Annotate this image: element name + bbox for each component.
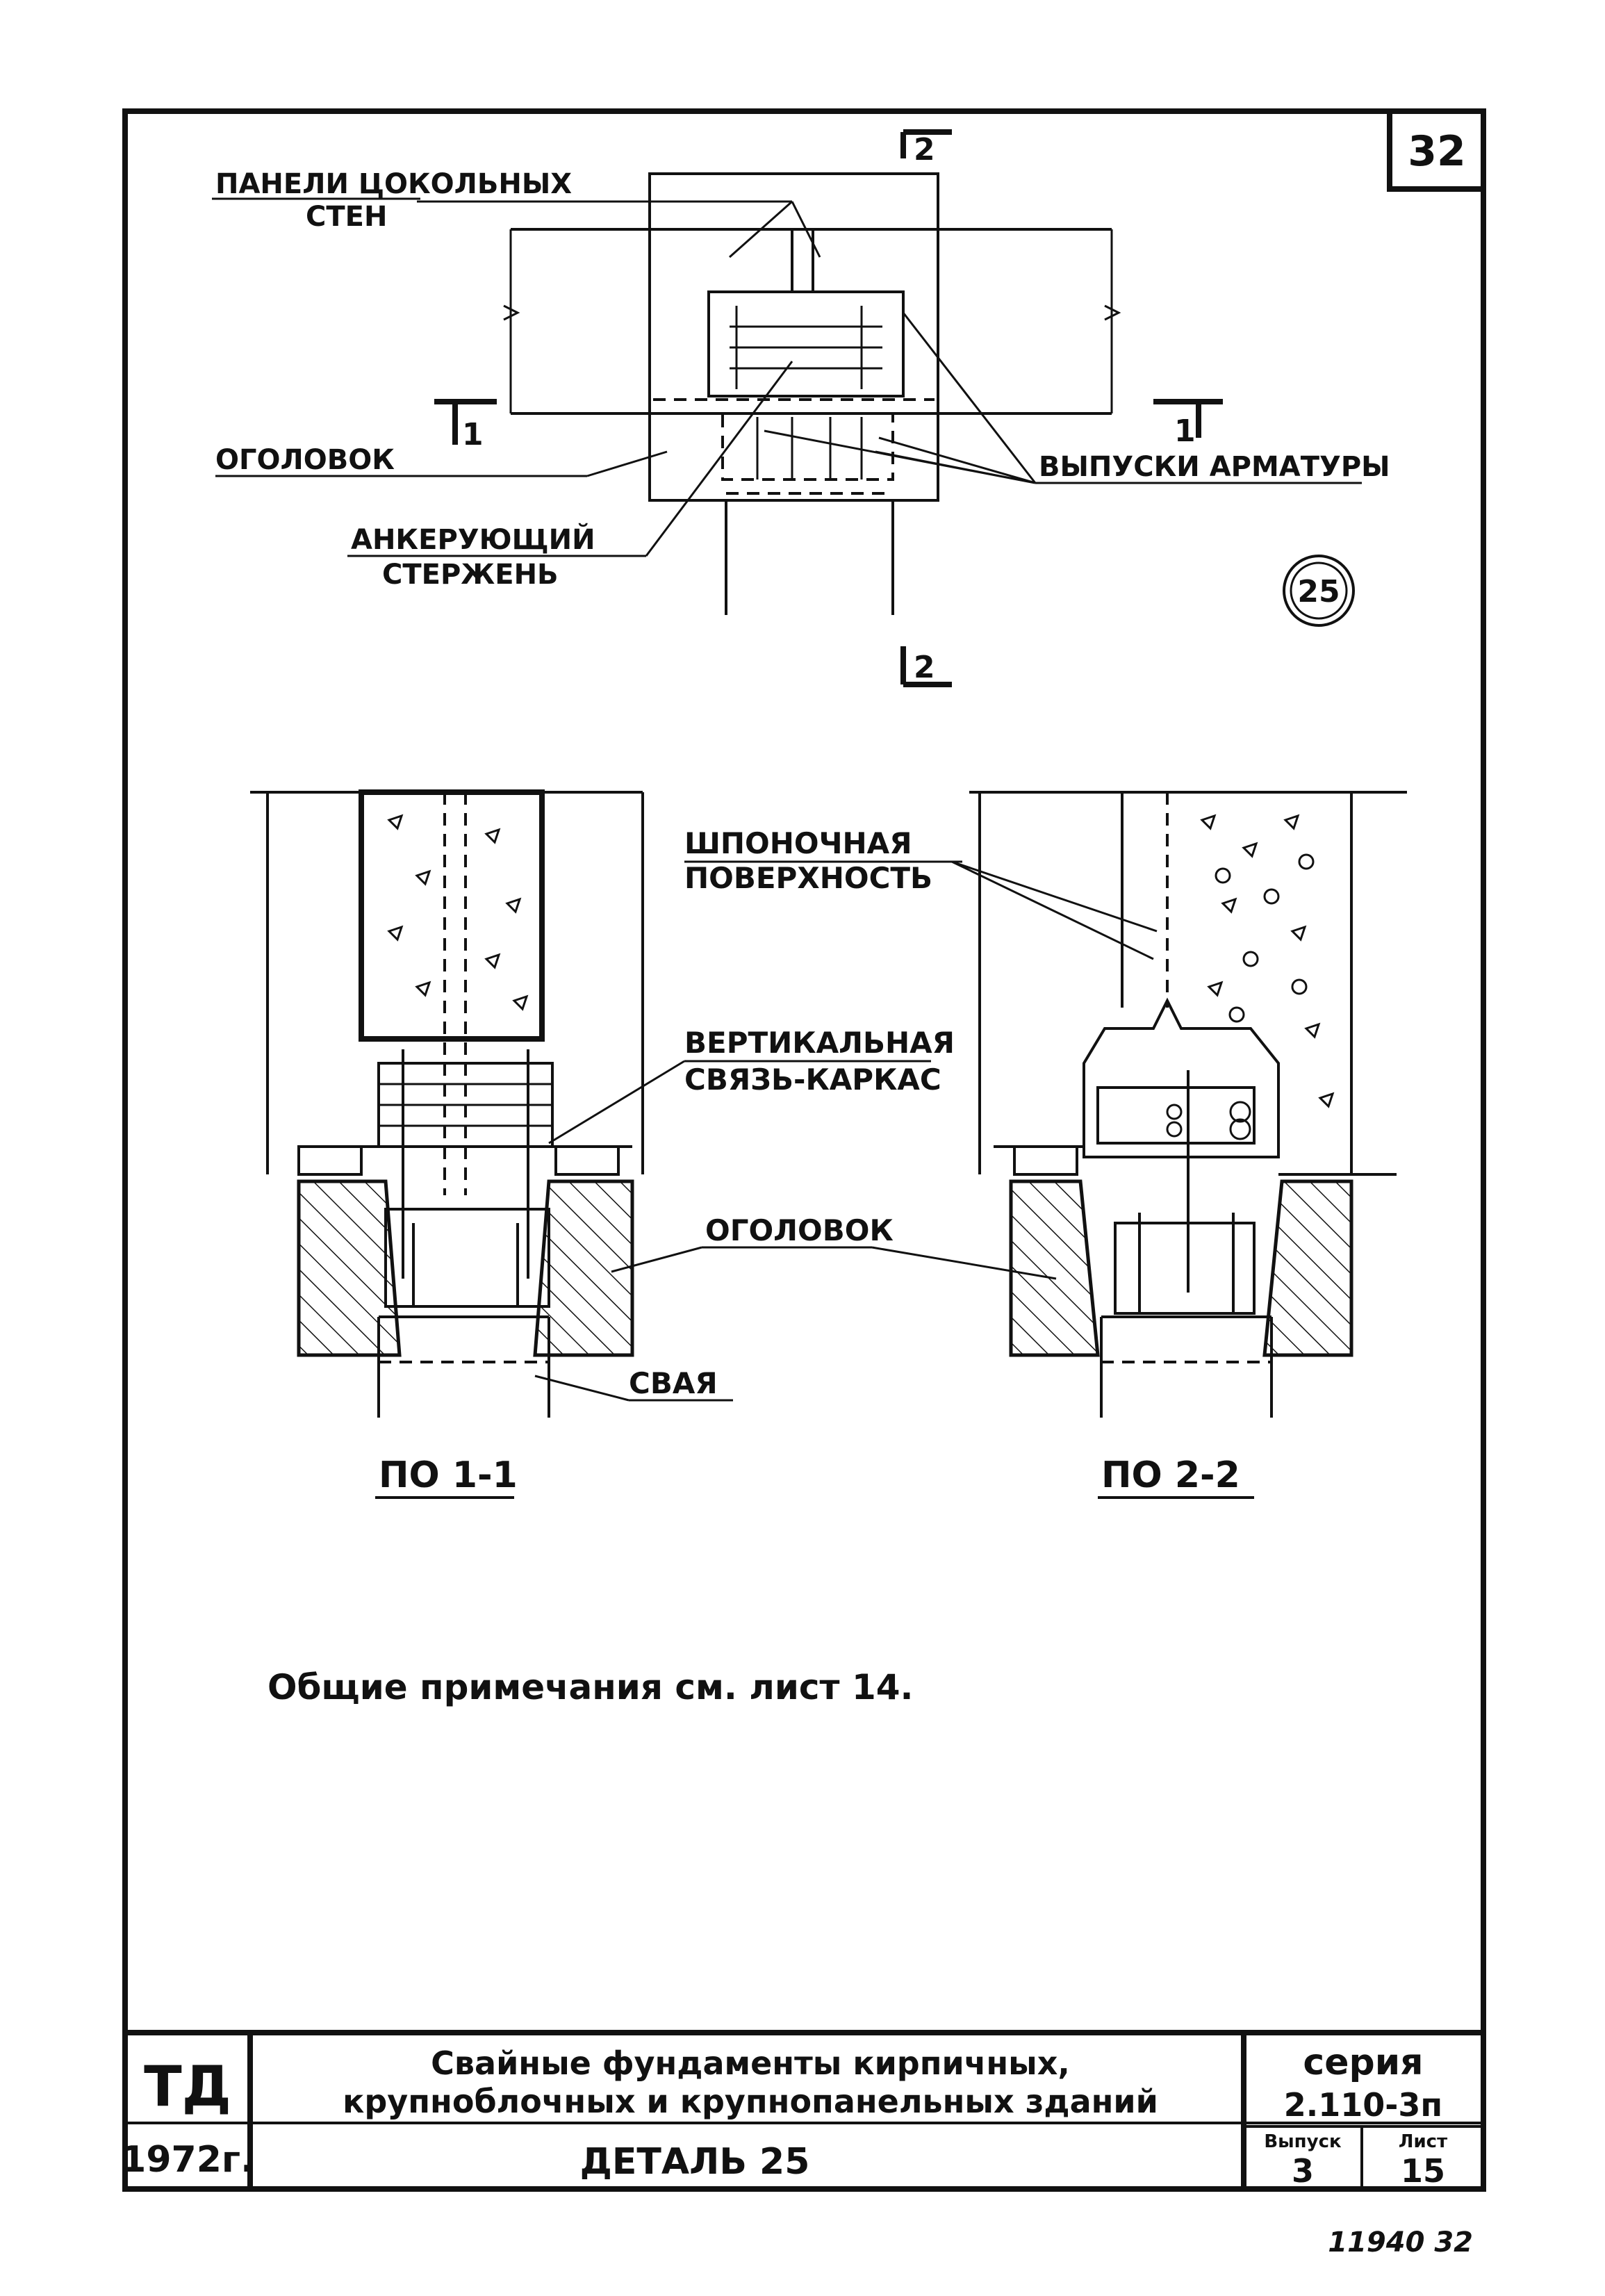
label-wall-panels-1: ПАНЕЛИ ЦОКОЛЬНЫХ bbox=[215, 168, 572, 200]
detail-title: ДЕТАЛЬ 25 bbox=[580, 2141, 810, 2183]
sheet-number-box bbox=[1387, 108, 1486, 192]
label-key-surface-2: ПОВЕРХНОСТЬ bbox=[684, 861, 932, 895]
label-wall-panels-2: СТЕН bbox=[306, 201, 387, 233]
section-labels: ШПОНОЧНАЯ ПОВЕРХНОСТЬ ВЕРТИКАЛЬНАЯ СВЯЗЬ… bbox=[534, 826, 1158, 1402]
label-anchor-rod-1: АНКЕРУЮЩИЙ bbox=[351, 523, 595, 556]
section-mark-right-1: 1 bbox=[1174, 413, 1196, 449]
label-pile-cap-section: ОГОЛОВОК bbox=[705, 1213, 894, 1247]
joint-frame bbox=[707, 290, 905, 397]
label-anchor-rod-2: СТЕРЖЕНЬ bbox=[382, 559, 559, 591]
series-label: серия bbox=[1303, 2042, 1423, 2083]
label-vertical-tie-1: ВЕРТИКАЛЬНАЯ bbox=[684, 1026, 955, 1060]
title-line-1: Свайные фундаменты кирпичных, bbox=[431, 2044, 1070, 2082]
org-code: ТД bbox=[144, 2054, 231, 2119]
sheet-frame: 32 bbox=[122, 108, 1486, 2192]
label-rebar-outlets: ВЫПУСКИ АРМАТУРЫ bbox=[1039, 451, 1390, 483]
label-pile-cap-plan: ОГОЛОВОК bbox=[215, 444, 395, 476]
footer-code: 11940 32 bbox=[1328, 2227, 1473, 2258]
label-pile: СВАЯ bbox=[629, 1366, 718, 1400]
series-value: 2.110-3п bbox=[1284, 2086, 1442, 2124]
pile-2 bbox=[1100, 1315, 1273, 1418]
label-vertical-tie-2: СВЯЗЬ-КАРКАС bbox=[684, 1063, 941, 1097]
section-title-1: ПО 1-1 bbox=[379, 1454, 518, 1496]
vertical-tie-frame-2 bbox=[1096, 1086, 1256, 1145]
section-mark-top-2: 2 bbox=[914, 132, 935, 167]
sheet-number: 32 bbox=[1408, 127, 1466, 176]
section-1-1: ПО 1-1 bbox=[250, 789, 644, 1499]
pile-cap-outline bbox=[648, 172, 939, 502]
detail-callout-inner bbox=[1290, 561, 1348, 620]
sheet-value: 15 bbox=[1401, 2152, 1445, 2190]
section-mark-left-1: 1 bbox=[462, 417, 484, 452]
pile-cap-left-2 bbox=[1009, 1179, 1100, 1357]
detail-callout-number: 25 bbox=[1297, 574, 1340, 609]
pile-cap-right-1 bbox=[533, 1179, 634, 1357]
label-key-surface-1: ШПОНОЧНАЯ bbox=[684, 826, 912, 860]
detail-callout-outer bbox=[1283, 555, 1355, 627]
title-line-2: крупноблочных и крупнопанельных зданий bbox=[343, 2083, 1158, 2120]
wall-panel-1 bbox=[359, 789, 545, 1042]
section-mark-bottom-2: 2 bbox=[914, 650, 935, 685]
year: 1972г. bbox=[121, 2139, 254, 2181]
general-note: Общие примечания см. лист 14. bbox=[268, 1667, 914, 1707]
section-title-2: ПО 2-2 bbox=[1101, 1454, 1240, 1496]
sheet-label: Лист bbox=[1399, 2131, 1447, 2152]
title-block: ТД 1972г. Свайные фундаменты кирпичных, … bbox=[121, 2030, 1483, 2190]
pile-cap-right-2 bbox=[1262, 1179, 1353, 1357]
pile-cap-left-1 bbox=[297, 1179, 402, 1357]
issue-label: Выпуск bbox=[1264, 2131, 1342, 2152]
pile-1 bbox=[377, 1315, 550, 1418]
section-2-2: ПО 2-2 bbox=[969, 791, 1407, 1499]
pile-top-dashed bbox=[721, 412, 894, 481]
plan-view: 2 2 1 1 ПАНЕЛИ ЦОКОЛЬНЫХ СТЕН ОГОЛОВОК А… bbox=[212, 129, 1390, 687]
issue-value: 3 bbox=[1292, 2152, 1314, 2190]
